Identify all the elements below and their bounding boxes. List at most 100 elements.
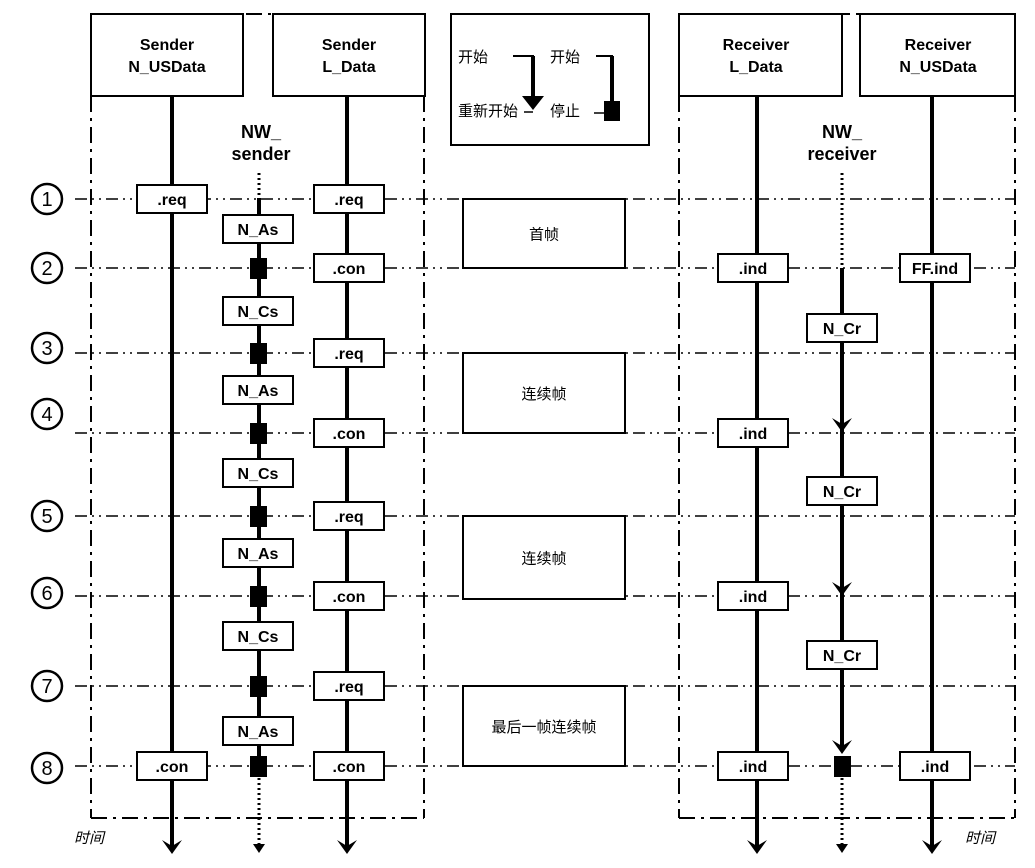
event-label: N_Cr: [823, 484, 861, 501]
nw-receiver-timer: N_Cr: [806, 476, 878, 506]
event-label: .con: [333, 759, 366, 776]
sender-nusdata-event: .con: [136, 751, 208, 781]
step-marker: 1: [30, 182, 64, 216]
nw-receiver-timer: N_Cr: [806, 313, 878, 343]
sender-ldata-event: .req: [313, 501, 385, 531]
lifeline-nw-receiver: [832, 173, 852, 853]
nw-receiver-label: receiver: [807, 144, 876, 164]
event-label: FF.ind: [912, 261, 958, 278]
step-marker: 7: [30, 669, 64, 703]
nw-sender-timer: N_As: [222, 538, 294, 568]
time-axis-label: 时间: [965, 829, 997, 847]
time-axis-label: 时间: [74, 829, 106, 847]
lifeline-receiver-nusdata: [922, 96, 942, 854]
frame-box-consecutive-frame-1: 连续帧: [462, 352, 626, 434]
event-label: N_Cs: [238, 629, 279, 646]
event-label: .con: [156, 759, 189, 776]
lane-title-line2: L_Data: [729, 59, 782, 76]
sender-nusdata-event: .req: [136, 184, 208, 214]
legend-start-label: 开始: [458, 48, 488, 66]
stop-square-icon: [250, 258, 267, 279]
step-number: 5: [41, 506, 52, 528]
restart-arrow-icon: [832, 418, 852, 432]
sender-ldata-event: .req: [313, 184, 385, 214]
receiver-nusdata-event: FF.ind: [899, 253, 971, 283]
receiver-ldata-event: .ind: [717, 581, 789, 611]
sender-ldata-event: .con: [313, 418, 385, 448]
step-marker: 2: [30, 251, 64, 285]
lifeline-sender-nusdata: [162, 96, 182, 854]
step-marker: 3: [30, 331, 64, 365]
event-label: N_As: [238, 222, 279, 239]
lane-header-sender-ldata: Sender L_Data: [272, 13, 426, 97]
event-label: .con: [333, 261, 366, 278]
time-arrow-icon: [253, 844, 265, 853]
lane-title-line1: Receiver: [723, 37, 790, 54]
step-number: 1: [41, 189, 52, 211]
step-marker: 5: [30, 499, 64, 533]
stop-square-icon: [250, 676, 267, 697]
event-label: .ind: [739, 261, 767, 278]
frame-box-consecutive-frame-2: 连续帧: [462, 515, 626, 600]
nw-sender-timer: N_Cs: [222, 458, 294, 488]
event-label: .req: [334, 192, 363, 209]
lifeline-receiver-ldata: [747, 96, 767, 854]
frame-box-first-frame: 首帧: [462, 198, 626, 269]
receiver-nusdata-event: .ind: [899, 751, 971, 781]
step-number: 3: [41, 338, 52, 360]
time-arrow-icon: [337, 840, 357, 854]
lifeline-sender-ldata: [337, 96, 357, 854]
nw-receiver-timer: N_Cr: [806, 640, 878, 670]
lane-title-line2: N_USData: [128, 59, 205, 76]
receiver-ldata-event: .ind: [717, 751, 789, 781]
sender-ldata-event: .con: [313, 751, 385, 781]
stop-square-icon: [250, 586, 267, 607]
legend-stop-label: 停止: [550, 102, 580, 120]
restart-arrow-icon: [832, 740, 852, 754]
nw-sender-timer: N_Cs: [222, 296, 294, 326]
frame-label: 连续帧: [521, 385, 566, 403]
step-marker: 4: [30, 397, 64, 431]
nw-sender-label: NW_: [241, 122, 282, 142]
step-number: 2: [41, 258, 52, 280]
step-number: 4: [41, 404, 52, 426]
legend: 开始 重新开始 开始 停止: [450, 13, 650, 146]
restart-arrow-icon: [832, 582, 852, 596]
nw-sender-timer: N_As: [222, 716, 294, 746]
sender-ldata-event: .con: [313, 253, 385, 283]
stop-square-icon: [250, 343, 267, 364]
legend-restart-arrow-icon: [513, 55, 544, 113]
time-arrow-icon: [836, 844, 848, 853]
event-label: .req: [334, 679, 363, 696]
sender-ldata-event: .con: [313, 581, 385, 611]
lane-title-line2: L_Data: [322, 59, 375, 76]
frame-label: 首帧: [529, 226, 559, 244]
sender-ldata-event: .req: [313, 671, 385, 701]
event-label: .ind: [921, 759, 949, 776]
event-label: N_Cs: [238, 466, 279, 483]
lane-title-line2: N_USData: [899, 59, 976, 76]
nw-receiver-label: NW_: [822, 122, 863, 142]
event-label: .req: [157, 192, 186, 209]
legend-restart-label: 重新开始: [458, 102, 518, 120]
event-label: N_Cr: [823, 321, 861, 338]
lane-title-line1: Sender: [322, 37, 376, 54]
event-label: .req: [334, 509, 363, 526]
time-arrow-icon: [162, 840, 182, 854]
receiver-ldata-event: .ind: [717, 253, 789, 283]
event-label: .ind: [739, 426, 767, 443]
stop-square-icon: [250, 506, 267, 527]
lane-header-receiver-nusdata: Receiver N_USData: [859, 13, 1016, 97]
nw-sender-timer: N_As: [222, 214, 294, 244]
event-label: N_As: [238, 383, 279, 400]
event-label: N_Cs: [238, 304, 279, 321]
event-label: .con: [333, 426, 366, 443]
event-label: .ind: [739, 589, 767, 606]
lane-title-line1: Sender: [140, 37, 194, 54]
step-number: 7: [41, 676, 52, 698]
legend-stop-square-icon: [594, 55, 620, 121]
frame-box-last-consecutive-frame: 最后一帧连续帧: [462, 685, 626, 767]
step-marker: 8: [30, 751, 64, 785]
